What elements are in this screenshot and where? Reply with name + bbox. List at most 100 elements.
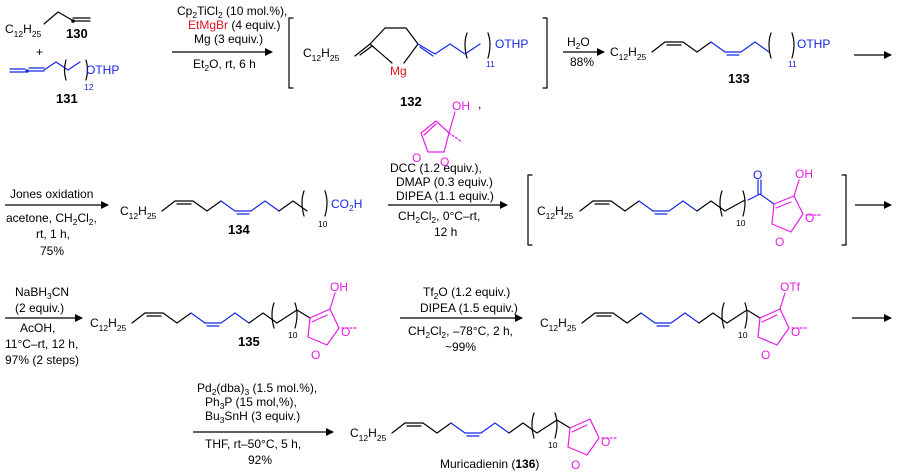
svg-text:C12H25: C12H25 bbox=[610, 45, 647, 62]
plus-sign: + bbox=[36, 45, 43, 59]
bond bbox=[747, 193, 775, 205]
compound-132: C12H25 Mg OTHP 11 132 bbox=[288, 17, 548, 109]
bond bbox=[448, 111, 456, 134]
bond bbox=[9, 68, 26, 73]
bond bbox=[28, 67, 45, 72]
chain bbox=[698, 309, 761, 324]
bracket bbox=[768, 32, 795, 59]
svg-text:O: O bbox=[440, 155, 449, 169]
bond bbox=[311, 314, 328, 323]
svg-text:,: , bbox=[478, 97, 481, 111]
svg-text:DIPEA (1.5 equiv.): DIPEA (1.5 equiv.) bbox=[420, 301, 518, 315]
svg-text:OTHP: OTHP bbox=[86, 63, 119, 77]
chain bbox=[248, 309, 311, 324]
lactone-ring bbox=[757, 308, 790, 346]
triflate-intermediate: C12H25 10 OTf O O bbox=[540, 280, 808, 362]
svg-text:11: 11 bbox=[486, 59, 495, 69]
svg-text:OTHP: OTHP bbox=[797, 37, 830, 51]
chain bbox=[278, 200, 308, 212]
svg-text:OH: OH bbox=[795, 167, 813, 181]
svg-text:11: 11 bbox=[788, 59, 797, 69]
svg-text:CH2Cl2, 0°C–rt,: CH2Cl2, 0°C–rt, bbox=[398, 209, 480, 225]
svg-text:O: O bbox=[601, 435, 610, 449]
step-7: Pd2(dba)3 (1.5 mol.%), Ph3P (15 mol,%), … bbox=[193, 381, 334, 467]
bracket bbox=[301, 190, 328, 217]
svg-text:O: O bbox=[805, 211, 814, 225]
compound-label-132: 132 bbox=[400, 94, 422, 109]
svg-text:12 h: 12 h bbox=[434, 225, 457, 239]
svg-text:Tf2O (1.2 equiv.): Tf2O (1.2 equiv.) bbox=[423, 285, 510, 301]
chain bbox=[651, 41, 712, 53]
svg-text:OTHP: OTHP bbox=[495, 37, 528, 51]
svg-text:OH: OH bbox=[452, 99, 470, 113]
svg-text:10: 10 bbox=[548, 440, 558, 450]
svg-text:O: O bbox=[791, 325, 800, 339]
svg-text:O: O bbox=[761, 348, 770, 362]
svg-text:10: 10 bbox=[288, 330, 298, 340]
step-2: H2O 88% bbox=[563, 35, 605, 69]
svg-text:acetone, CH2Cl2,: acetone, CH2Cl2, bbox=[6, 211, 97, 227]
lactone-ring bbox=[771, 195, 804, 233]
svg-text:O: O bbox=[341, 325, 350, 339]
bond bbox=[329, 292, 336, 310]
chain bbox=[581, 312, 642, 324]
chain bbox=[190, 312, 250, 324]
chain bbox=[417, 43, 481, 55]
svg-text:C12H25: C12H25 bbox=[90, 316, 127, 333]
bracket bbox=[63, 59, 89, 81]
svg-text:CO2H: CO2H bbox=[331, 197, 362, 213]
svg-text:THF, rt–50°C, 5 h,: THF, rt–50°C, 5 h, bbox=[205, 437, 301, 451]
svg-text:97% (2 steps): 97% (2 steps) bbox=[5, 353, 79, 367]
svg-text:10: 10 bbox=[738, 330, 748, 340]
compound-label-131: 131 bbox=[56, 91, 78, 106]
svg-text:H2O: H2O bbox=[567, 35, 590, 51]
svg-text:~99%: ~99% bbox=[445, 340, 476, 354]
svg-text:O: O bbox=[571, 458, 580, 472]
compound-label-133: 133 bbox=[728, 71, 750, 86]
chain bbox=[43, 61, 81, 71]
svg-text:88%: 88% bbox=[570, 55, 594, 69]
svg-text:75%: 75% bbox=[40, 244, 64, 258]
svg-text:C12H25: C12H25 bbox=[5, 22, 42, 39]
bond bbox=[419, 46, 434, 57]
chain bbox=[131, 312, 192, 324]
compound-131: OTHP 12 131 bbox=[9, 59, 119, 106]
ring bbox=[369, 27, 419, 45]
svg-text:92%: 92% bbox=[248, 453, 272, 467]
svg-text:10: 10 bbox=[318, 219, 328, 229]
bond bbox=[354, 43, 371, 57]
bracket bbox=[531, 412, 558, 439]
bracket bbox=[288, 17, 294, 89]
lactone-ring bbox=[420, 120, 450, 153]
carbonyl bbox=[757, 179, 762, 195]
bond bbox=[571, 424, 588, 433]
svg-text:O: O bbox=[775, 235, 784, 249]
bond bbox=[775, 201, 792, 209]
svg-text:OH: OH bbox=[330, 280, 348, 294]
svg-text:OTf: OTf bbox=[780, 280, 801, 294]
bond bbox=[423, 123, 437, 136]
svg-text:CH2Cl2, –78°C, 2 h,: CH2Cl2, –78°C, 2 h, bbox=[408, 324, 513, 340]
svg-text:10: 10 bbox=[736, 218, 746, 228]
step-1: Cp2TiCl2 (10 mol.%), EtMgBr (4 equiv.) M… bbox=[172, 4, 287, 73]
chain bbox=[220, 200, 280, 212]
svg-text:11°C–rt, 12 h,: 11°C–rt, 12 h, bbox=[5, 337, 78, 351]
step-5: NaBH3CN (2 equiv.) AcOH, 11°C–rt, 12 h, … bbox=[5, 285, 83, 367]
lactone-ring bbox=[307, 308, 340, 346]
svg-text:C12H25: C12H25 bbox=[120, 204, 157, 221]
chain bbox=[638, 200, 698, 212]
bracket bbox=[719, 190, 746, 217]
svg-text:O: O bbox=[311, 348, 320, 362]
bracket bbox=[464, 32, 491, 59]
acyl-tetronic-intermediate: C12H25 10 O OH O O bbox=[527, 167, 847, 249]
chain bbox=[161, 200, 222, 212]
svg-text:rt, 1 h,: rt, 1 h, bbox=[36, 227, 70, 241]
svg-text:Jones oxidation: Jones oxidation bbox=[10, 187, 93, 201]
chain bbox=[640, 312, 700, 324]
bracket bbox=[542, 17, 548, 89]
bracket bbox=[841, 174, 847, 246]
svg-text:Mg (3 equiv.): Mg (3 equiv.) bbox=[194, 32, 263, 46]
chain bbox=[710, 41, 770, 53]
